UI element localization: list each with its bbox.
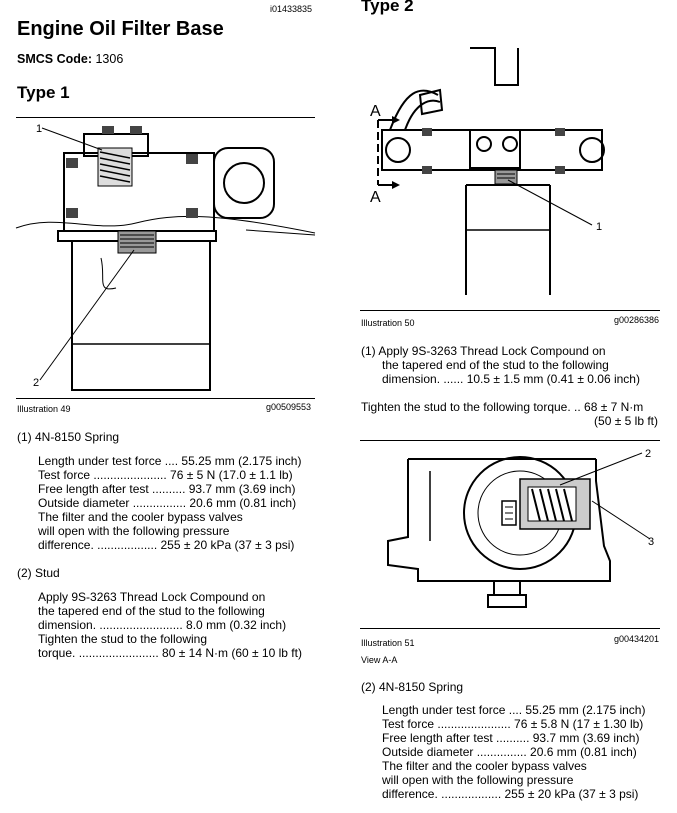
spec-line: Outside diameter ............... 20.6 mm…	[382, 745, 637, 759]
spec-line: the tapered end of the stud to the follo…	[382, 358, 609, 372]
callout-1: 1	[596, 221, 602, 233]
spec-line: the tapered end of the stud to the follo…	[38, 604, 265, 618]
type2-heading: Type 2	[361, 0, 414, 15]
page-title: Engine Oil Filter Base	[17, 18, 224, 40]
spec-line: torque. ........................ 80 ± 14…	[38, 646, 302, 660]
spec-line: difference. .................. 255 ± 20 …	[38, 538, 295, 552]
item2-stud-specs: Apply 9S-3263 Thread Lock Compound on th…	[38, 590, 302, 660]
bypass-valve-section	[519, 478, 591, 530]
item1-spring-specs: Length under test force .... 55.25 mm (2…	[38, 454, 301, 552]
illustration-51-drawing: 2 3	[387, 448, 654, 608]
illustration-49-ref: g00509553	[266, 402, 312, 412]
spec-line: Free length after test .......... 93.7 m…	[38, 482, 296, 496]
illustration-49-bottom-rule	[16, 398, 315, 399]
illustration-51-top-rule	[360, 440, 660, 441]
smcs-line: SMCS Code: 1306	[17, 52, 123, 66]
spec-line: will open with the following pressure	[38, 524, 230, 538]
illustration-51-ref: g00434201	[614, 634, 660, 644]
illustration-51-bottom-rule	[360, 628, 660, 629]
spec-line: The filter and the cooler bypass valves	[38, 510, 243, 524]
illustration-50-ref: g00286386	[614, 315, 660, 325]
section-a-top: A	[370, 103, 381, 120]
spec-line: Test force ...................... 76 ± 5…	[38, 468, 293, 482]
type2-item1-specs: (1) Apply 9S-3263 Thread Lock Compound o…	[361, 344, 640, 386]
illustration-51-label: Illustration 51	[361, 638, 415, 648]
spec-line: dimension. ...... 10.5 ± 1.5 mm (0.41 ± …	[382, 372, 640, 386]
section-a-bottom: A	[370, 189, 381, 206]
callout-1: 1	[36, 123, 42, 135]
spec-line: dimension. ......................... 8.0…	[38, 618, 287, 632]
spec-line: (1) Apply 9S-3263 Thread Lock Compound o…	[361, 344, 606, 358]
illustration-49-drawing: 1 2	[15, 123, 316, 391]
illustration-50-bottom-rule	[360, 310, 660, 311]
torque-line-2: (50 ± 5 lb ft)	[594, 414, 658, 428]
spec-line: Apply 9S-3263 Thread Lock Compound on	[38, 590, 266, 604]
spec-line: will open with the following pressure	[382, 773, 574, 787]
smcs-code: 1306	[95, 52, 124, 66]
callout-2: 2	[645, 448, 651, 460]
type1-heading: Type 1	[17, 83, 70, 102]
smcs-label: SMCS Code:	[17, 52, 92, 66]
item2-stud-title: (2) Stud	[17, 566, 60, 580]
item1-spring-title: (1) 4N-8150 Spring	[17, 430, 120, 444]
type2-item2-spring-title: (2) 4N-8150 Spring	[361, 680, 464, 694]
illustration-49-top-rule	[16, 117, 315, 118]
illustration-50-drawing: A A 1	[370, 47, 605, 295]
spec-line: Length under test force .... 55.25 mm (2…	[38, 454, 302, 468]
spec-line: Free length after test .......... 93.7 m…	[382, 731, 640, 745]
document-id: i01433835	[270, 4, 313, 14]
illustration-50-label: Illustration 50	[361, 318, 415, 328]
spec-line: Test force ...................... 76 ± 5…	[382, 717, 644, 731]
spec-line: Tighten the stud to the following	[38, 632, 207, 646]
spec-line: The filter and the cooler bypass valves	[382, 759, 587, 773]
type2-item2-specs: Length under test force .... 55.25 mm (2…	[382, 703, 645, 801]
illustration-49-label: Illustration 49	[17, 404, 71, 414]
torque-line-1: Tighten the stud to the following torque…	[361, 400, 644, 414]
illustration-51-view: View A-A	[361, 655, 398, 665]
spec-line: Outside diameter ................ 20.6 m…	[38, 496, 297, 510]
bypass-spring	[97, 147, 133, 187]
spec-line: Length under test force .... 55.25 mm (2…	[382, 703, 646, 717]
callout-3: 3	[648, 536, 654, 548]
callout-2: 2	[33, 377, 39, 389]
spec-line: difference. .................. 255 ± 20 …	[382, 787, 639, 801]
